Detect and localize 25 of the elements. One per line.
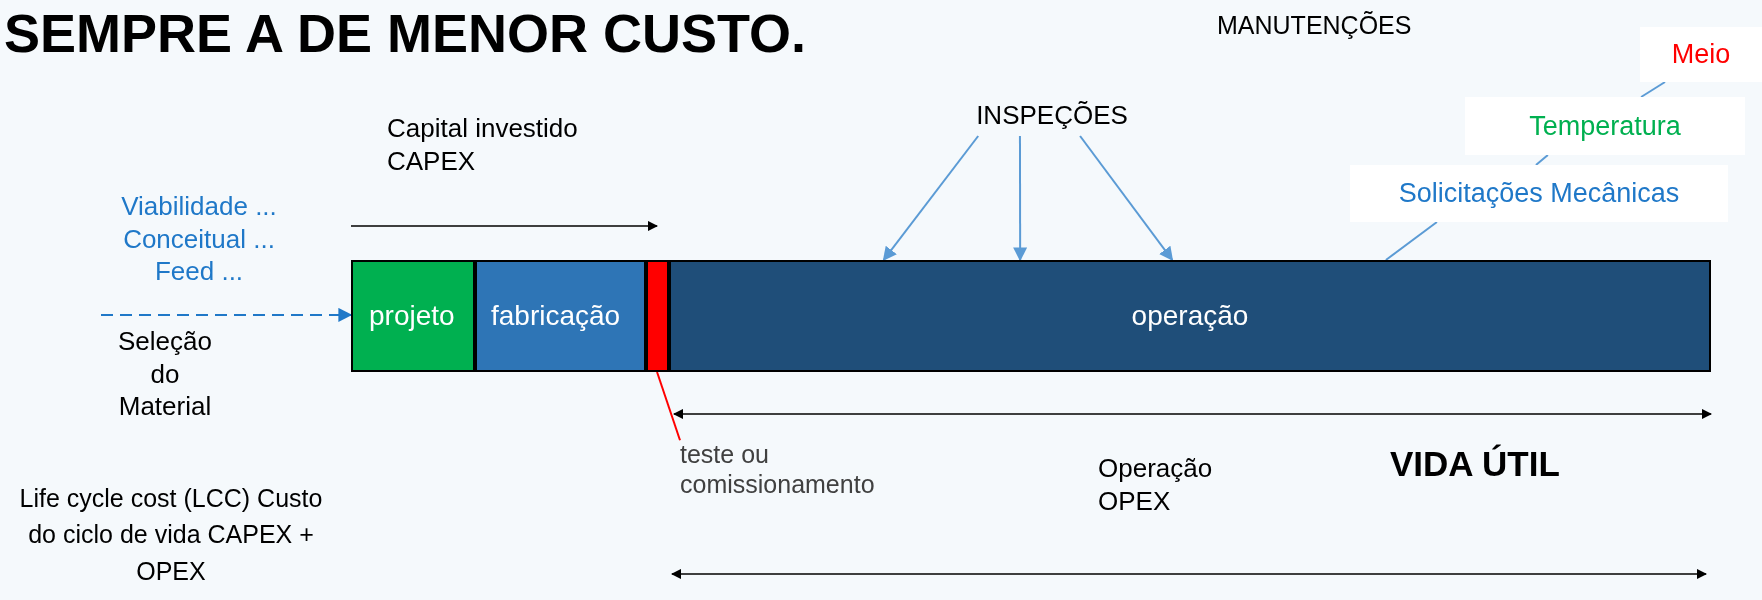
leader-line xyxy=(1535,154,1549,166)
factor-label: Temperatura xyxy=(1465,97,1745,155)
factor-label: Meio xyxy=(1640,27,1762,82)
leader-line xyxy=(1384,221,1438,261)
phase-segment xyxy=(646,260,669,372)
arrow xyxy=(1013,135,1028,262)
heading-text: MANUTENÇÕES xyxy=(1217,10,1413,41)
side-label: Seleção do Material xyxy=(117,325,213,423)
phase-segment: fabricação xyxy=(475,260,646,372)
arrow xyxy=(882,135,980,262)
arrow xyxy=(1079,135,1174,262)
span-label: Operação OPEX xyxy=(1098,452,1214,517)
leader-line xyxy=(656,371,681,442)
stage-list: Viabilidade ... Conceitual ... Feed ... xyxy=(94,190,304,288)
slide-title: SEMPRE A DE MENOR CUSTO. xyxy=(4,2,808,65)
span-label: VIDA ÚTIL xyxy=(1390,443,1561,485)
arrow xyxy=(100,307,353,322)
phase-segment: operação xyxy=(669,260,1711,372)
note-text: teste ou comissionamento xyxy=(680,434,970,504)
heading-text: INSPEÇÕES xyxy=(962,96,1142,136)
definition-text: Life cycle cost (LCC) Custo do ciclo de vida CAPEX + OPEX xyxy=(18,483,324,587)
phase-segment: projeto xyxy=(351,260,475,372)
factor-label: Solicitações Mecânicas xyxy=(1350,165,1728,222)
leader-line xyxy=(1640,81,1666,98)
phase-label: Capital investido CAPEX xyxy=(387,112,579,177)
